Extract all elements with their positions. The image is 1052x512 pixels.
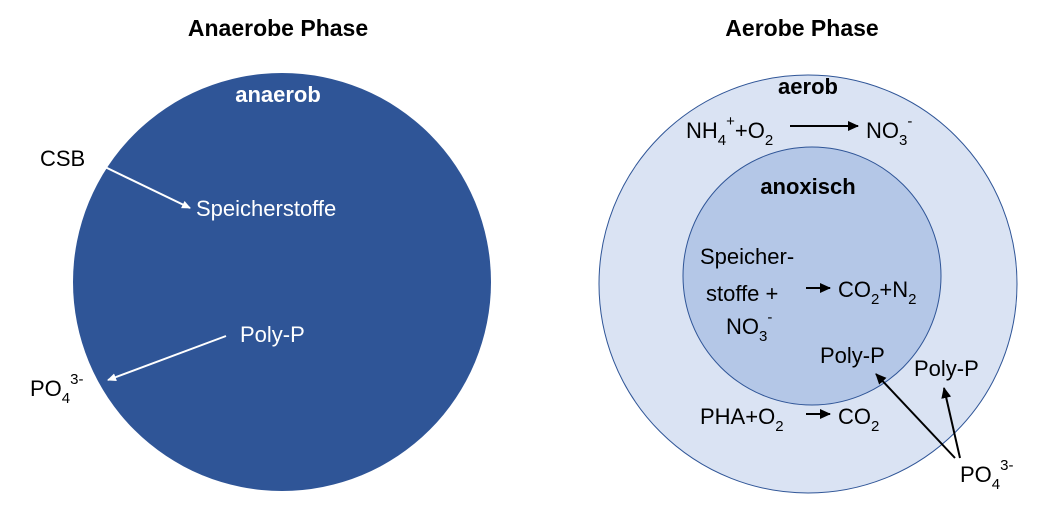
anoxisch-zone-label: anoxisch xyxy=(760,174,855,199)
anaerobe-phase-title: Anaerobe Phase xyxy=(188,15,368,41)
anaerobe-phase-panel: Anaerobe Phase anaerob CSB Speicherstoff… xyxy=(30,15,491,491)
phosphate-label-aerob: PO43- xyxy=(960,457,1013,493)
speicherstoffe-line1: Speicher- xyxy=(700,244,794,269)
polyp-label-aerob: Poly-P xyxy=(914,356,979,381)
anoxisch-zone-circle xyxy=(682,146,942,406)
polyp-label-anaerob: Poly-P xyxy=(240,322,305,347)
csb-uptake-arrow xyxy=(104,166,191,209)
pha-oxidation-reactants: PHA+O2 xyxy=(700,404,784,435)
speicherstoffe-line2: stoffe + xyxy=(706,281,778,306)
nitrate-reactant: NO3- xyxy=(726,309,772,345)
aerobe-phase-panel: Aerobe Phase aerob NH4++O2 NO3- anoxisch… xyxy=(598,15,1018,494)
phosphate-label-anaerob: PO43- xyxy=(30,371,83,407)
phosphate-uptake-arrow-inner xyxy=(875,373,956,459)
speicherstoffe-label: Speicherstoffe xyxy=(196,196,336,221)
pha-oxidation-product: CO2 xyxy=(838,404,879,435)
nitrification-product: NO3- xyxy=(866,113,912,149)
nitrification-reactants: NH4++O2 xyxy=(686,113,773,149)
aerobe-phase-title: Aerobe Phase xyxy=(725,15,878,41)
aerob-zone-label: aerob xyxy=(778,74,838,99)
polyp-label-anoxisch: Poly-P xyxy=(820,343,885,368)
anaerob-cell-circle xyxy=(73,73,491,491)
anaerob-zone-label: anaerob xyxy=(235,82,321,107)
csb-label: CSB xyxy=(40,146,85,171)
denitrification-products: CO2+N2 xyxy=(838,277,916,308)
phosphate-release-arrow xyxy=(107,335,227,381)
phosphate-uptake-arrow-outer xyxy=(941,387,961,459)
